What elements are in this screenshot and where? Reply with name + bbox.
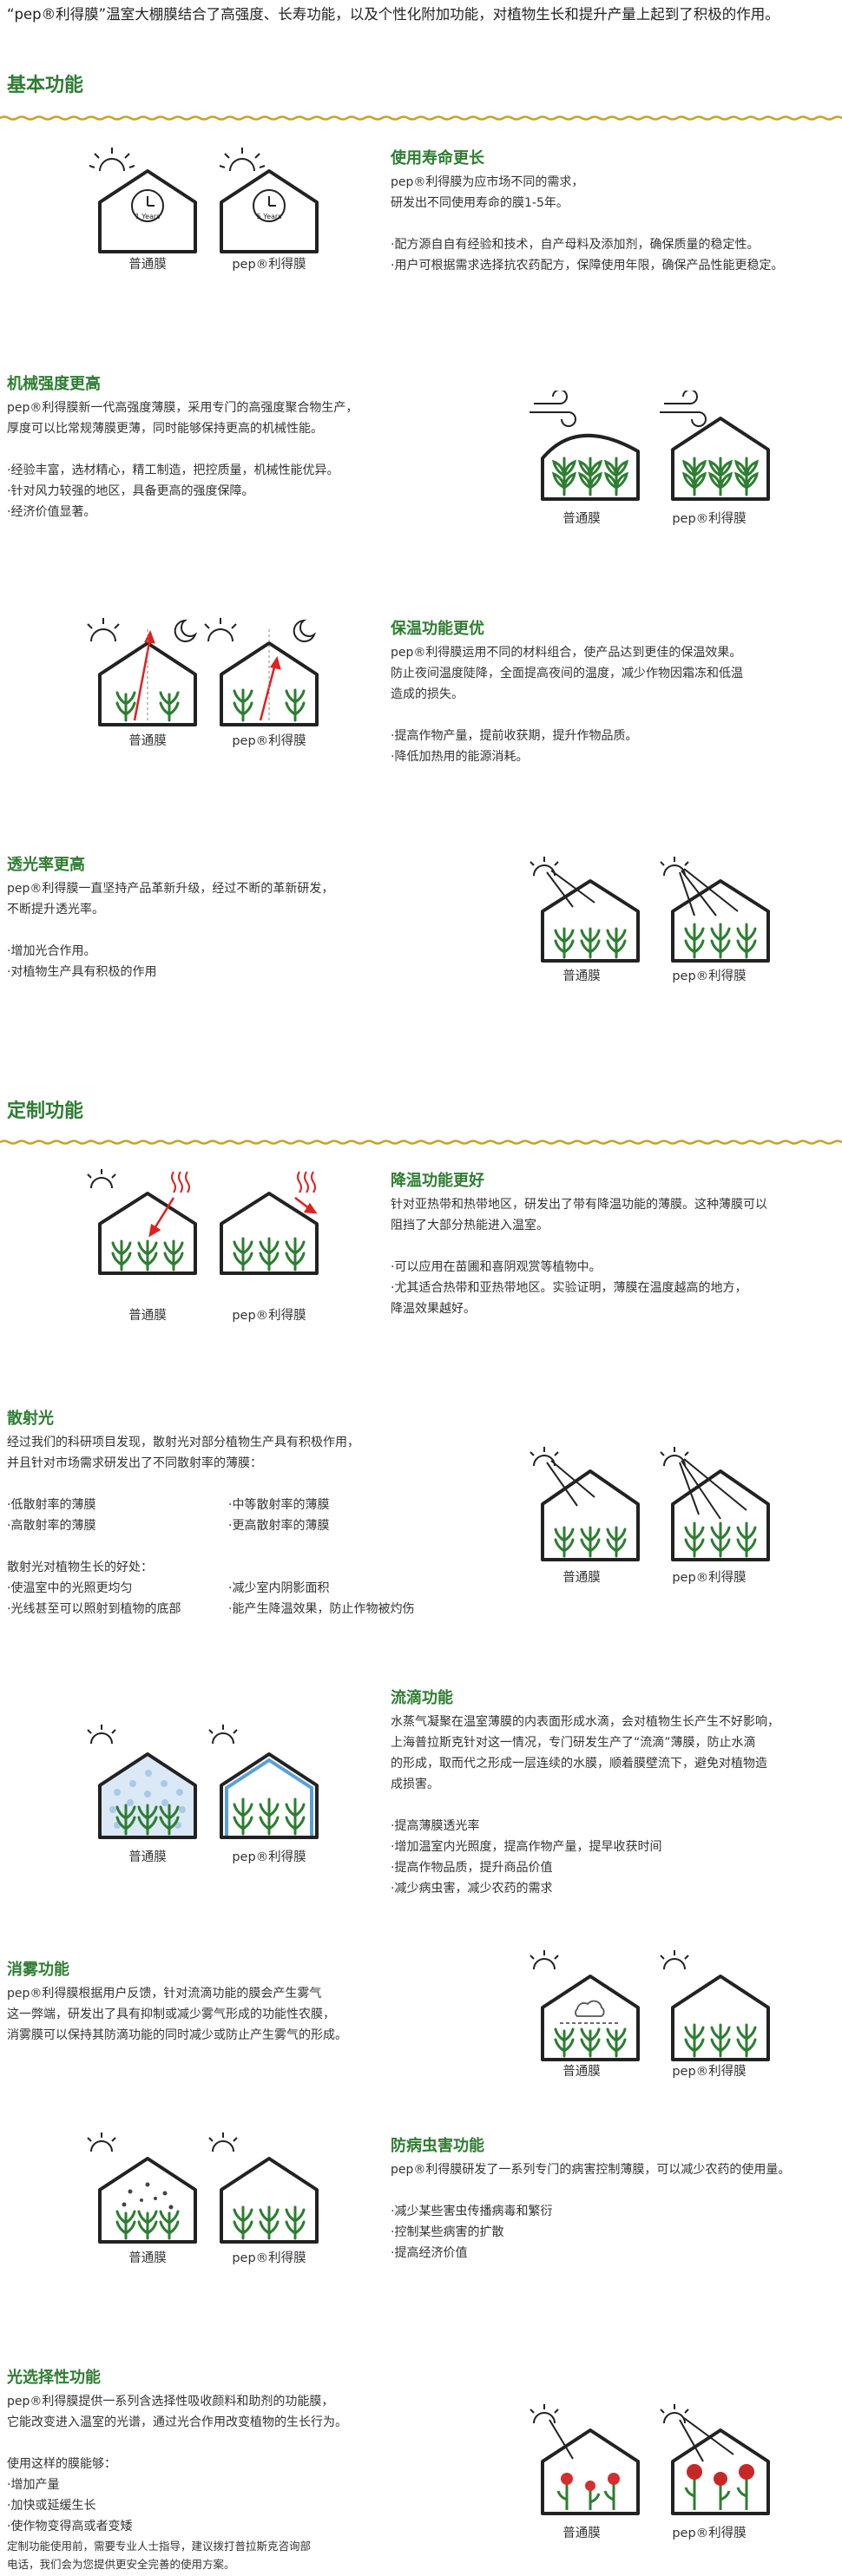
selective-illustration [530,2404,770,2515]
wind-icon [660,391,707,427]
clock-icon [253,189,286,222]
sun-icon [208,1725,238,1745]
heat-wave-icon [171,1171,316,1193]
water-drop-icon [109,1770,186,1829]
sun-icon [87,618,120,642]
feature-body-selective: pep®利得膜提供一系列含选择性吸收颜料和助剂的功能膜，它能改变进入温室的光谱，… [7,2395,347,2571]
caption-normal: 普通膜 [562,2065,601,2079]
feature-body-cooling: 针对亚热带和热带地区，研发出了带有降温功能的薄膜。这种薄膜可以阻挡了大部分热能进… [391,1198,767,1316]
feature-title-insulation: 保温功能更优 [391,620,484,638]
intro-paragraph: “pep®利得膜”温室大棚膜结合了高强度、长寿功能，以及个性化附加功能，对植物生… [7,6,780,23]
sun-icon [87,2132,116,2152]
feature-title-diffuse: 散射光 [7,1410,54,1428]
plant-icon [115,1797,306,1836]
greenhouse-pep-icon [671,879,770,963]
feature-body-transmittance: pep®利得膜一直坚持产品革新升级，经过不断的革新研发，不断提升透光率。 ·增加… [7,882,334,979]
caption-normal: 普通膜 [128,1850,167,1864]
sun-icon [530,2404,559,2424]
caption-pep: pep®利得膜 [232,2251,306,2265]
greenhouse-normal-icon [98,169,197,253]
caption-normal: 普通膜 [128,734,167,748]
antidrip-illustration [87,1725,319,1839]
plant-icon [554,923,757,959]
caption-pep: pep®利得膜 [232,1309,306,1323]
sun-icon [89,148,135,172]
sun-icon [530,1950,559,1970]
feature-body-antifog: pep®利得膜根据用户反馈，针对流滴功能的膜会产生雾气这一弊端，研发出了具有抑制… [7,1987,347,2042]
sun-icon [660,2404,689,2424]
plant-icon [551,457,760,496]
feature-body-diffuse: 经过我们的科研项目发现，散射光对部分植物生产具有积极作用，并且针对市场需求研发出… [7,1436,415,1616]
plant-icon [111,1237,306,1272]
lifespan-illustration: 1 Years 5 Years [89,148,319,253]
caption-pep: pep®利得膜 [232,1850,306,1864]
feature-body-antidrip: 水蒸气凝聚在温室薄膜的内表面形成水滴，会对植物生长产生不好影响，上海普拉斯克针对… [391,1715,780,1896]
greenhouse-pep-icon [220,169,319,253]
clock-label-normal: 1 Years [135,213,161,220]
caption-normal: 普通膜 [562,512,601,526]
caption-normal: 普通膜 [128,258,167,272]
sun-icon [204,618,237,642]
caption-pep: pep®利得膜 [232,258,306,272]
fog-cloud-icon [560,2000,621,2024]
caption-pep: pep®利得膜 [672,1571,747,1585]
feature-title-cooling: 降温功能更好 [391,1172,484,1190]
plant-icon [115,688,306,722]
caption-normal: 普通膜 [562,969,601,983]
heat-arrow-icon [148,1197,318,1238]
caption-pep: pep®利得膜 [672,2527,747,2540]
pest-illustration [87,2132,319,2244]
light-ray-icon [546,868,739,917]
caption-normal: 普通膜 [128,2251,167,2265]
strength-illustration [530,391,770,501]
section-title-custom: 定制功能 [7,1101,84,1122]
caption-pep: pep®利得膜 [232,734,306,748]
sun-icon [660,1447,689,1467]
moon-icon [293,619,317,642]
wavy-divider [0,115,842,121]
clock-label-pep: 5 Years [257,213,282,220]
wavy-divider [0,1140,842,1145]
caption-pep: pep®利得膜 [672,2065,747,2079]
feature-title-antidrip: 流滴功能 [391,1689,453,1707]
moon-icon [174,619,198,642]
feature-title-antifog: 消雾功能 [7,1961,69,1979]
caption-normal: 普通膜 [562,1571,601,1585]
sun-icon [87,1169,116,1189]
feature-title-strength: 机械强度更高 [7,375,101,393]
section-title-basic: 基本功能 [7,75,84,96]
antifog-illustration [530,1950,770,2061]
sun-icon [87,1725,116,1745]
feature-body-strength: pep®利得膜新一代高强度薄膜，采用专门的高强度聚合物生产，厚度可以比常规薄膜更… [7,401,359,519]
flower-icon [556,2464,754,2510]
caption-pep: pep®利得膜 [672,512,747,526]
feature-title-transmittance: 透光率更高 [7,856,85,874]
light-ray-icon [546,1458,747,1520]
plant-icon [554,1521,757,1558]
feature-body-insulation: pep®利得膜运用不同的材料组合，使产品达到更佳的保温效果。防止夜间温度陡降，全… [391,646,743,764]
feature-body-lifespan: pep®利得膜为应市场不同的需求，研发出不同使用寿命的膜1-5年。 ·配方源自自… [391,175,784,273]
sun-icon [219,148,266,172]
feature-title-lifespan: 使用寿命更长 [391,149,484,168]
plant-icon [554,2023,757,2058]
diffuse-illustration [530,1447,770,1561]
cooling-illustration [87,1169,319,1275]
clock-icon [131,189,164,222]
wind-icon [530,391,576,427]
light-ray-icon [549,2417,734,2462]
feature-body-pest: pep®利得膜研发了一系列专门的病害控制薄膜，可以减少农药的使用量。 ·减少某些… [391,2163,791,2260]
feature-title-pest: 防病虫害功能 [391,2137,484,2155]
feature-title-selective: 光选择性功能 [7,2369,101,2387]
caption-normal: 普通膜 [562,2527,601,2540]
sun-icon [660,857,689,877]
caption-pep: pep®利得膜 [672,969,747,983]
sun-icon [660,1950,689,1970]
plant-icon [115,2205,306,2240]
transmittance-illustration [530,857,770,963]
sun-icon [208,2132,238,2152]
caption-normal: 普通膜 [128,1309,167,1323]
insulation-illustration [87,618,319,726]
bug-icon [122,2182,174,2210]
greenhouse-pep-icon [220,1752,319,1839]
